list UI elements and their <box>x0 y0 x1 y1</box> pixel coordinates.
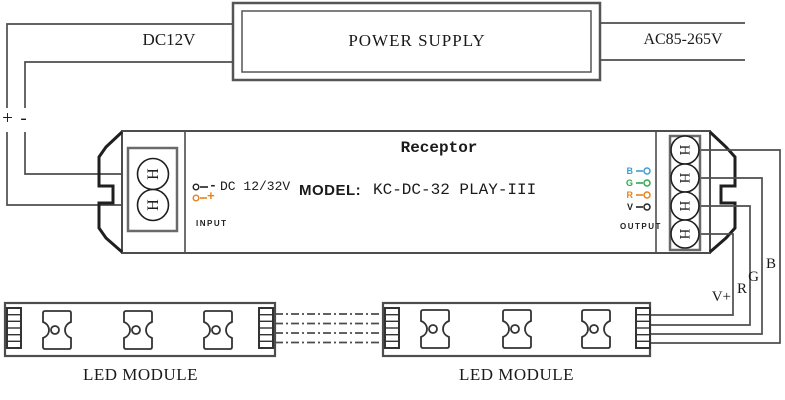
red-wire <box>650 205 751 326</box>
dc-plus-label: + <box>0 108 16 132</box>
led-chips <box>420 309 611 349</box>
connector-left <box>6 307 22 349</box>
vplus-wire-label: V+ <box>711 289 731 305</box>
blue-wire <box>650 149 781 344</box>
terminal-dot-icon <box>643 179 651 187</box>
led-module-1 <box>3 301 277 358</box>
input-minus-sign: - <box>209 178 217 193</box>
led-chip-icon <box>203 310 233 350</box>
right-mounting-ear <box>708 130 737 254</box>
receptor-device <box>97 130 737 254</box>
connector-right <box>635 307 651 349</box>
power-supply-inner <box>241 10 592 73</box>
terminal-dot-icon <box>643 167 651 175</box>
red-wire-label: R <box>736 281 747 297</box>
terminal-dot-icon <box>643 191 651 199</box>
ac-input-wires <box>600 22 745 61</box>
led-chip-icon <box>420 309 450 349</box>
screw-slot-label: H <box>144 168 161 180</box>
input-terminal-block: H H <box>126 146 179 233</box>
screw-slot-label: H <box>144 199 161 211</box>
dc12v-label: DC12V <box>142 30 196 49</box>
vplus-wire <box>650 233 734 316</box>
input-plus-sign: + <box>207 189 215 204</box>
receptor-title: Receptor <box>400 139 478 157</box>
input-polarity-symbols <box>192 183 208 202</box>
input-screw-plus <box>136 188 170 222</box>
ac-voltage-label: AC85-265V <box>643 31 723 48</box>
model-value: KC-DC-32 PLAY-III <box>373 181 537 199</box>
led-module-2 <box>381 301 652 358</box>
channel-v-label: V <box>626 202 633 212</box>
green-wire <box>650 177 763 335</box>
screw-slot-label: H <box>676 201 692 212</box>
output-label: OUTPUT <box>620 222 662 231</box>
channel-g-label: G <box>625 178 633 188</box>
led-chip-icon <box>502 309 532 349</box>
connector-right <box>258 307 274 349</box>
input-label: INPUT <box>196 219 228 228</box>
output-screw-v <box>670 219 700 249</box>
led-module-1-label: LED MODULE <box>82 365 198 384</box>
terminal-dot-icon <box>192 183 200 191</box>
terminal-dot-icon <box>192 194 200 202</box>
module-interconnect-wires <box>275 313 385 344</box>
power-supply-label: POWER SUPPLY <box>348 31 486 50</box>
screw-slot-label: H <box>676 173 692 184</box>
output-wires <box>650 149 781 344</box>
left-mounting-ear <box>97 130 124 254</box>
led-chip-icon <box>123 310 153 350</box>
green-wire-label: G <box>748 269 759 285</box>
dc-minus-label: - <box>15 108 32 132</box>
receptor-body <box>121 130 711 254</box>
output-terminal-block: H H H H <box>668 134 702 252</box>
channel-b-label: B <box>626 166 634 176</box>
model-label: MODEL: <box>299 182 362 199</box>
terminal-dot-icon <box>643 203 651 211</box>
screw-slot-label: H <box>676 229 692 240</box>
blue-wire-label: B <box>765 256 776 272</box>
screw-slot-label: H <box>676 145 692 156</box>
output-channel-symbols <box>636 167 651 211</box>
led-module-2-label: LED MODULE <box>458 365 574 384</box>
led-chip-icon <box>42 310 72 350</box>
input-voltage-label: DC 12/32V <box>220 179 291 194</box>
channel-r-label: R <box>626 190 634 200</box>
power-supply-box <box>231 1 602 82</box>
connector-left <box>384 307 400 349</box>
led-chip-icon <box>581 309 611 349</box>
led-chips <box>42 310 233 350</box>
